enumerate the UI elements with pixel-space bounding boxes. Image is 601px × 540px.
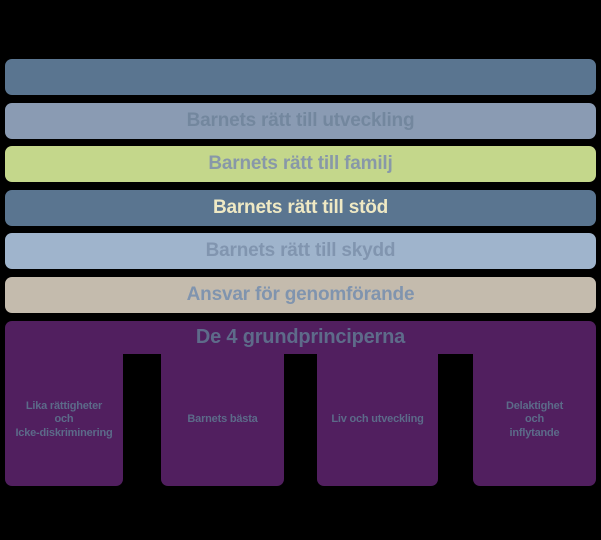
pillar-liv-och-utveckling[interactable]: Liv och utveckling [317, 354, 438, 486]
pillar-barnets-basta[interactable]: Barnets bästa [161, 354, 284, 486]
pillar-lika-rattigheter-och-icke-diskriminering[interactable]: Lika rättigheter och Icke-diskriminering [5, 354, 123, 486]
bar-barnets-ratt-till-skydd[interactable]: Barnets rätt till skydd [5, 233, 596, 269]
grundprinciperna-section: De 4 grundprinciperna Lika rättigheter o… [5, 321, 596, 486]
bar-barnets-ratt-till-stod[interactable]: Barnets rätt till stöd [5, 190, 596, 226]
bar-barnets-ratt-till-familj[interactable]: Barnets rätt till familj [5, 146, 596, 182]
pillar-delaktighet-och-inflytande[interactable]: Delaktighet och inflytande [473, 354, 596, 486]
grundprinciperna-title-bar[interactable]: De 4 grundprinciperna [5, 321, 596, 354]
bar-roof[interactable] [5, 59, 596, 95]
bar-barnets-ratt-till-utveckling[interactable]: Barnets rätt till utveckling [5, 103, 596, 139]
bar-ansvar-for-genomforande[interactable]: Ansvar för genomförande [5, 277, 596, 313]
